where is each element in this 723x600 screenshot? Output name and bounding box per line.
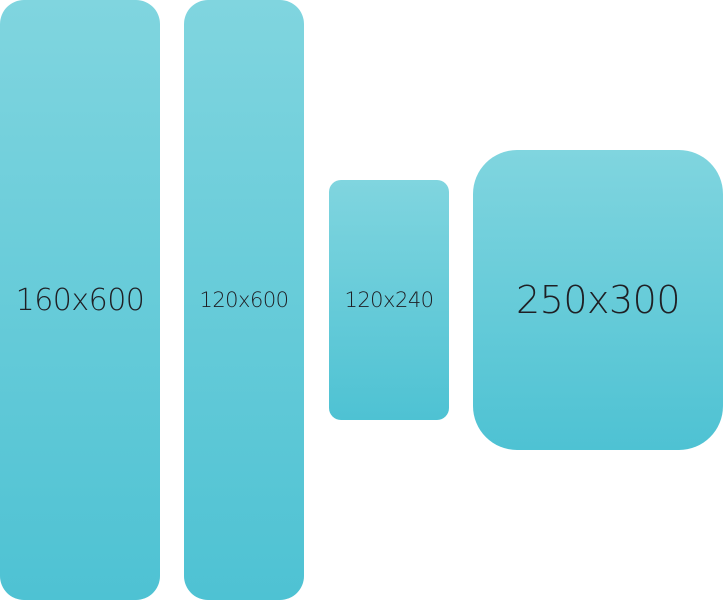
banner-label: 250x300 [515, 278, 681, 322]
banner-250x300: 250x300 [473, 150, 723, 450]
banner-120x600: 120x600 [184, 0, 304, 600]
banner-label: 120x240 [344, 288, 434, 312]
banner-120x240: 120x240 [329, 180, 449, 420]
banner-160x600: 160x600 [0, 0, 160, 600]
banner-label: 160x600 [15, 282, 145, 318]
banner-label: 120x600 [199, 288, 289, 312]
